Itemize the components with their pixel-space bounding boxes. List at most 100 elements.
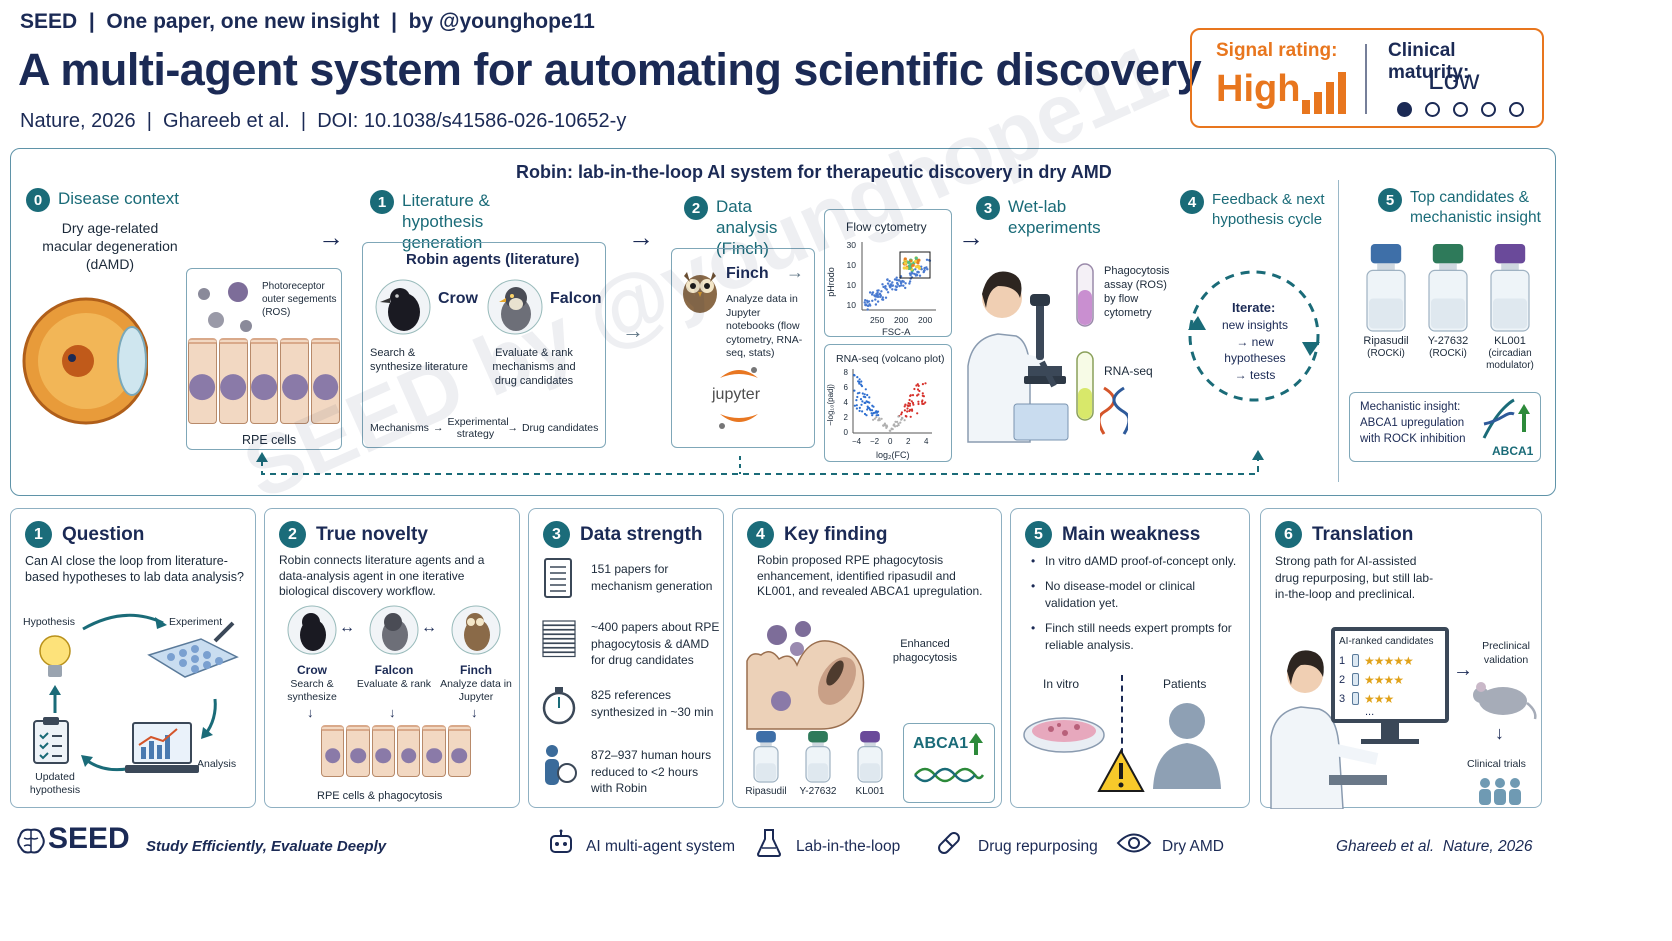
volcano-point xyxy=(890,427,893,430)
volcano-point xyxy=(916,388,920,391)
step3-title: 3 Wet-lab experiments xyxy=(976,196,1101,238)
paper-sheet xyxy=(542,638,576,644)
vial: Ripasudil(ROCKi) xyxy=(1356,244,1416,360)
vial: Ripasudil xyxy=(743,731,789,798)
step5-title-text: Top candidates & mechanistic insight xyxy=(1410,189,1541,226)
weakness-bullets: In vitro dAMD proof-of-concept only.No d… xyxy=(1031,553,1241,662)
flow-point xyxy=(899,282,903,285)
volcano-point xyxy=(869,409,872,412)
paper-sheet xyxy=(542,629,576,635)
volcano-point xyxy=(894,420,897,423)
photoreceptor-label: Photoreceptor outer segements (ROS) xyxy=(262,281,337,318)
volcano-point xyxy=(859,398,863,401)
vial-icon xyxy=(1428,244,1468,332)
volcano-point xyxy=(858,409,861,412)
dna-icon xyxy=(1100,386,1128,435)
flow-point xyxy=(916,270,919,274)
flow-point xyxy=(868,303,871,306)
step0-number: 0 xyxy=(26,188,50,212)
footer-brand: SEED xyxy=(48,822,130,855)
vial-name: Ripasudil xyxy=(745,786,787,797)
flow-point xyxy=(864,303,868,306)
crow-name: Crow xyxy=(438,290,478,307)
phago-assay-label: Phagocytosis assay (ROS) by flow cytomet… xyxy=(1104,265,1170,319)
volcano-point xyxy=(872,405,875,408)
enhanced-label: Enhanced phagocytosis xyxy=(892,638,958,664)
weakness-title: 5 Main weakness xyxy=(1025,521,1200,548)
paper-sheet xyxy=(542,647,576,653)
flow-arrow-icon: → xyxy=(507,422,518,434)
translation-title-text: Translation xyxy=(1312,523,1414,545)
person-head xyxy=(546,745,558,757)
signal-bars-icon xyxy=(1302,72,1346,114)
owl-icon xyxy=(683,272,717,313)
step5-title: 5 Top candidates & mechanistic insight xyxy=(1378,188,1546,228)
arrow-1-2: → xyxy=(628,222,654,252)
vial-sub: (circadian modulator) xyxy=(1486,348,1534,371)
vial-icon xyxy=(1490,244,1530,332)
volcano-point xyxy=(868,401,871,404)
flow-gate-point xyxy=(916,265,921,269)
strength-number: 3 xyxy=(543,521,570,548)
flow-point xyxy=(868,291,872,294)
rpe-nucleus xyxy=(324,747,341,764)
vial: KL001(circadian modulator) xyxy=(1480,244,1540,372)
rpe-cell xyxy=(311,338,340,424)
rank-stars: ★★★ xyxy=(1364,691,1394,706)
robin-agents-title: Robin agents (literature) xyxy=(406,251,580,268)
crow-desc: Search & synthesize literature xyxy=(370,347,468,373)
robot-icon xyxy=(550,829,572,853)
insight-gene: ABCA1 xyxy=(1492,444,1534,458)
vial-cap xyxy=(1494,244,1526,264)
question-title: 1 Question xyxy=(25,521,144,548)
falcon-desc: Evaluate & rank mechanisms and drug cand… xyxy=(492,347,576,387)
flow-xtick: 250 xyxy=(870,315,885,325)
footer-slogan: Study Efficiently, Evaluate Deeply xyxy=(146,838,387,855)
step3-number: 3 xyxy=(976,196,1000,220)
mouse-icon xyxy=(1473,682,1537,720)
volcano-point xyxy=(856,395,859,399)
volcano-ytick: 4 xyxy=(843,398,848,407)
vial-liquid xyxy=(860,763,880,781)
volcano-point xyxy=(855,399,858,402)
footer-item-multiagent: AI multi-agent system xyxy=(586,838,736,855)
paper-sheet xyxy=(542,633,576,640)
rpe-cell xyxy=(371,725,395,777)
volcano-point xyxy=(875,416,878,419)
rpe-cells-illustration xyxy=(188,338,340,426)
rpe-nucleus xyxy=(350,747,366,764)
brain-logo-icon xyxy=(17,828,45,854)
test-tube-icon xyxy=(1076,263,1094,327)
volcano-ylabel: −log₁₀(padj) xyxy=(825,384,835,426)
arrow-0-1: → xyxy=(318,222,344,252)
flow-point xyxy=(918,274,922,277)
finding-title: 4 Key finding xyxy=(747,521,887,548)
volcano-point xyxy=(868,396,871,399)
computer-monitor xyxy=(1331,627,1449,723)
volcano-point xyxy=(908,398,911,402)
flow-point xyxy=(896,281,899,285)
volcano-ytick: 6 xyxy=(843,383,848,392)
step3-title-text: Wet-lab experiments xyxy=(1008,197,1101,237)
finch-name: Finch xyxy=(726,265,769,282)
arrow-2-3: → xyxy=(958,222,984,252)
volcano-point xyxy=(872,412,875,415)
vial-liquid xyxy=(756,763,776,781)
flow-ytick: 10 xyxy=(846,300,856,310)
falcon-icon xyxy=(487,279,543,335)
ranked-more: ... xyxy=(1365,706,1375,718)
volcano-point xyxy=(858,406,861,409)
vial-liquid xyxy=(1493,298,1527,329)
volcano-point xyxy=(904,414,907,418)
agent-desc: Evaluate & rank xyxy=(356,678,432,690)
volcano-point xyxy=(900,413,903,416)
flow-point xyxy=(915,274,919,277)
vial-cap xyxy=(1432,244,1464,264)
rpe-cell xyxy=(218,338,248,424)
vial-liquid xyxy=(1369,298,1403,329)
